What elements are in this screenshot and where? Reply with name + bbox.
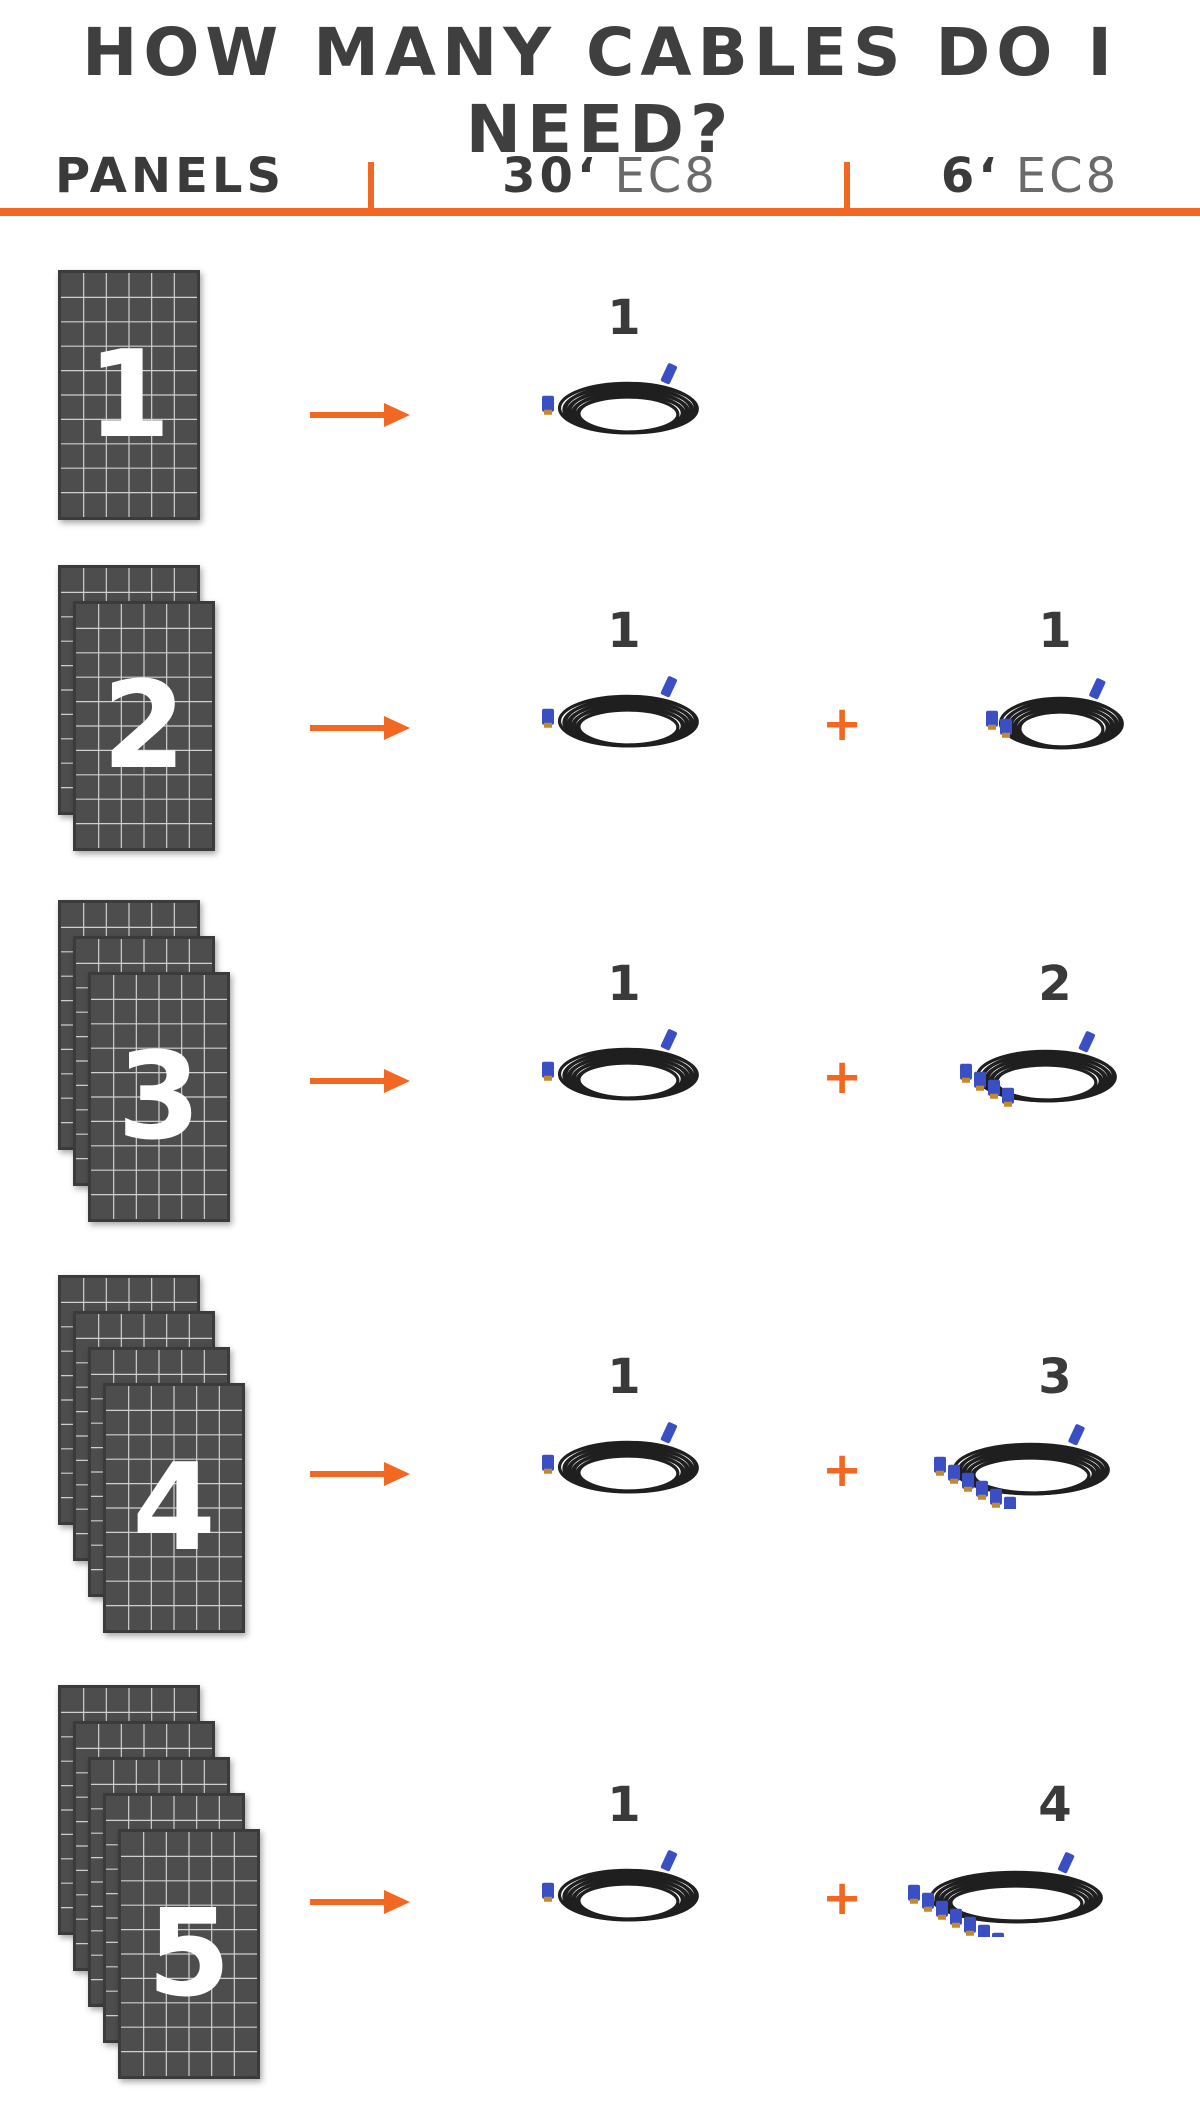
arrow-right-icon [310,403,410,427]
panel-count: 1 [87,325,171,465]
cable-6ft-icon [928,1414,1118,1516]
panel-count: 2 [102,656,186,796]
long-cable-count: 1 [607,1777,641,1833]
header-panels: PANELS [20,148,320,204]
header-divider [368,162,374,212]
page-title: HOW MANY CABLES DO I NEED? [82,14,1118,168]
solar-panel-icon: 5 [118,1829,260,2079]
plus-sign: + [822,696,863,752]
long-cable-count: 1 [607,1349,641,1405]
header-30ft-ec8: 30‘ EC8 [380,148,840,204]
cable-30ft-icon [536,1019,706,1118]
plus-sign: + [822,1049,863,1105]
panel-count: 3 [117,1027,201,1167]
header-6ft-ec8: 6‘ EC8 [860,148,1200,204]
solar-panel-icon: 2 [73,601,215,851]
cable-30ft-icon [536,1412,706,1511]
cable-6ft-icon [902,1842,1112,1960]
long-cable-count: 1 [607,603,641,659]
header-6ft-type: EC8 [1015,148,1120,204]
panel-count: 4 [132,1438,216,1578]
cable-6ft-icon [954,1021,1124,1120]
solar-panel-icon: 1 [58,270,200,520]
header-30ft-length: 30‘ [502,148,600,204]
cable-6ft-icon [980,668,1130,767]
long-cable-count: 1 [607,290,641,346]
header-6ft-length: 6‘ [940,148,1001,204]
cable-30ft-icon [536,666,706,765]
arrow-right-icon [310,1462,410,1486]
long-cable-count: 1 [607,956,641,1012]
header-30ft-type: EC8 [614,148,718,204]
short-cable-count: 1 [1038,603,1072,659]
cable-30ft-icon [536,353,706,452]
arrow-right-icon [310,1890,410,1914]
plus-sign: + [822,1442,863,1498]
panel-count: 5 [147,1884,231,2024]
header-panels-label: PANELS [54,148,286,204]
arrow-right-icon [310,1069,410,1093]
solar-panel-icon: 4 [103,1383,245,1633]
header-rule [0,208,1200,216]
short-cable-count: 2 [1038,956,1072,1012]
solar-panel-icon: 3 [88,972,230,1222]
cable-30ft-icon [536,1840,706,1939]
short-cable-count: 3 [1038,1349,1072,1405]
arrow-right-icon [310,716,410,740]
short-cable-count: 4 [1038,1777,1072,1833]
plus-sign: + [822,1870,863,1926]
header-divider [844,162,850,212]
